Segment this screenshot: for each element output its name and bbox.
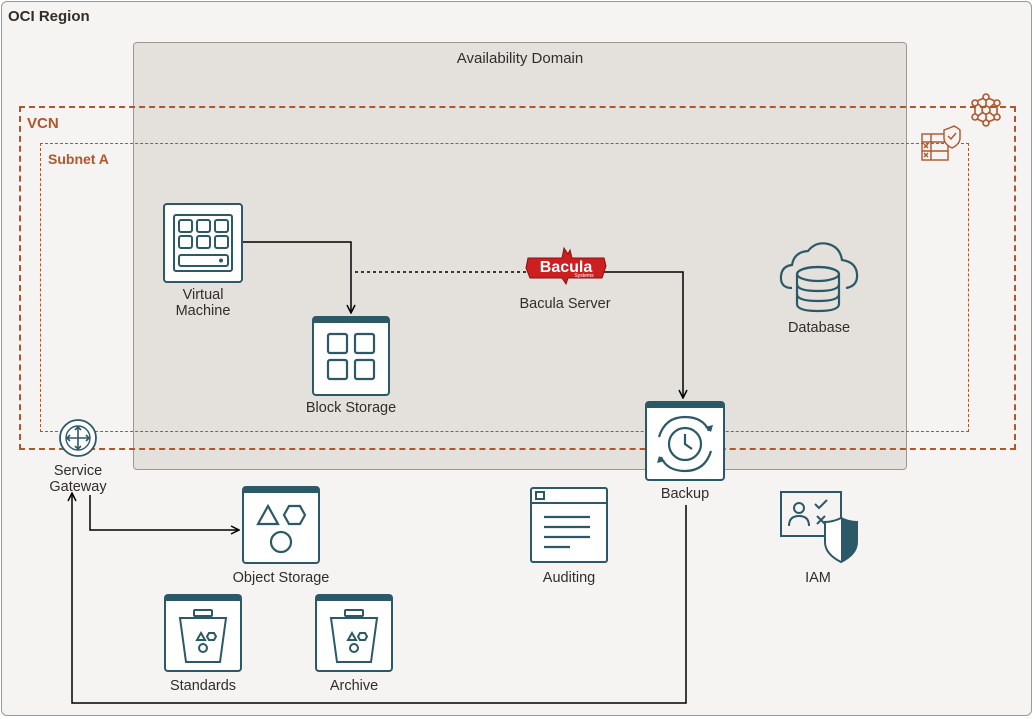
bacula-logo-subtext: Systems (574, 273, 594, 279)
region-title: OCI Region (8, 8, 90, 25)
service-gateway-label-line2: Gateway (49, 479, 107, 495)
bacula-logo-text: Bacula (540, 259, 593, 276)
vcn-network-icon (971, 93, 1001, 127)
bacula-logo-icon: Bacula Systems (525, 246, 607, 286)
bacula-to-backup-connector (603, 271, 683, 398)
service-gateway-label: Service Gateway (28, 463, 128, 495)
availability-domain-container (133, 42, 907, 470)
auditing-icon (530, 487, 608, 563)
archive-bucket-icon (315, 594, 393, 672)
standards-bucket-icon (164, 594, 242, 672)
iam-icon (780, 491, 858, 564)
vm-label-line2: Machine (175, 303, 231, 319)
gateway-to-object-storage-connector (89, 495, 239, 530)
auditing-label: Auditing (542, 570, 596, 586)
database-icon (779, 242, 859, 313)
service-gateway-icon (59, 419, 97, 457)
vm-label-line1: Virtual (182, 287, 224, 303)
backup-to-gateway-connector (72, 493, 687, 704)
database-label: Database (787, 320, 851, 336)
backup-icon (645, 401, 725, 481)
virtual-machine-icon (163, 203, 243, 283)
bacula-server-label: Bacula Server (519, 296, 611, 312)
object-storage-icon (242, 486, 320, 564)
vcn-boundary (19, 106, 1016, 450)
block-storage-icon (312, 316, 390, 396)
subnet-title: Subnet A (48, 151, 109, 167)
object-storage-label: Object Storage (232, 570, 330, 586)
subnet-boundary (40, 143, 969, 432)
archive-label: Archive (329, 678, 379, 694)
block-storage-label: Block Storage (305, 400, 397, 416)
vcn-title: VCN (27, 115, 59, 132)
standards-label: Standards (169, 678, 237, 694)
vm-to-block-storage-connector (243, 241, 351, 313)
availability-domain-title: Availability Domain (456, 50, 584, 67)
service-gateway-label-line1: Service (53, 463, 103, 479)
iam-label: IAM (805, 570, 831, 586)
security-list-icon (921, 125, 961, 161)
backup-label: Backup (660, 486, 710, 502)
vm-label: Virtual Machine (148, 287, 258, 319)
